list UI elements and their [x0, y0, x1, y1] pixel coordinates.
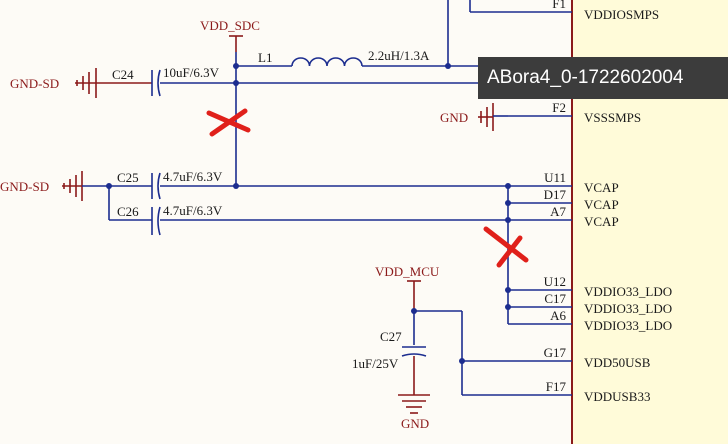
junction-vdd-sdc-3 [233, 183, 239, 189]
c27-ref: C27 [380, 329, 402, 344]
c26-ref: C26 [117, 204, 139, 219]
vdd-sdc-rail [160, 52, 508, 187]
pin-name-vddiosmps: VDDIOSMPS [584, 7, 659, 22]
c24-value: 10uF/6.3V [163, 65, 220, 80]
gnd-symbol-f2 [478, 103, 508, 131]
c24-ref: C24 [112, 67, 134, 82]
gnd-symbol-c27 [398, 394, 430, 414]
pin-name-vsssmps: VSSSMPS [584, 110, 641, 125]
pin-stubs [462, 11, 572, 396]
c25-ref: C25 [117, 170, 139, 185]
junction-vdd50usb [459, 358, 465, 364]
c27-value: 1uF/25V [352, 356, 399, 371]
pin-num-d17: D17 [544, 187, 567, 202]
gnd-sd-symbol-2 [62, 171, 152, 221]
junction-vdd-sdc-1 [233, 63, 239, 69]
capacitor-c24 [96, 69, 161, 97]
junction-ldo-1 [505, 287, 511, 293]
capacitor-c27 [401, 346, 427, 395]
red-x-marker-2 [483, 226, 529, 268]
l1-value: 2.2uH/1.3A [368, 48, 430, 63]
vdd-mcu-label: VDD_MCU [375, 264, 440, 279]
gnd-sd-symbol-1 [75, 68, 97, 98]
vdd-mcu-power-port [407, 280, 421, 311]
c25-value: 4.7uF/6.3V [163, 169, 223, 184]
junction-vdd-mcu [411, 308, 417, 314]
pin-name-vcap-3: VCAP [584, 214, 619, 229]
capacitor-c25 [151, 172, 161, 200]
pin-num-f17: F17 [546, 379, 567, 394]
vdd-mcu-net [413, 310, 463, 395]
gnd-sd-label-1: GND-SD [10, 76, 59, 91]
pin-name-vcap-1: VCAP [584, 180, 619, 195]
c26-value: 4.7uF/6.3V [163, 203, 223, 218]
pin-num-g17: G17 [544, 345, 567, 360]
pin-num-u11: U11 [544, 170, 566, 185]
pin-name-vddusb33: VDDUSB33 [584, 389, 650, 404]
l1-ref: L1 [258, 50, 272, 65]
junction-ldo-2 [505, 304, 511, 310]
gnd-label-c27: GND [401, 416, 429, 431]
pin-name-vcap-2: VCAP [584, 197, 619, 212]
pin-num-a7: A7 [550, 204, 566, 219]
inductor-l1 [291, 57, 363, 67]
vdd-sdc-label: VDD_SDC [200, 18, 260, 33]
junction-gnd-sd-2 [106, 183, 112, 189]
gnd-label-f2: GND [440, 110, 468, 125]
junction-vdd-sdc-2 [233, 80, 239, 86]
vddiosmps-trace [447, 0, 508, 67]
junction-vcap-2 [505, 200, 511, 206]
capacitor-c26 [151, 206, 161, 236]
pin-name-vddio33-ldo-3: VDDIO33_LDO [584, 318, 672, 333]
pin-name-vdd50usb: VDD50USB [584, 355, 651, 370]
vdd-sdc-power-port [229, 35, 243, 52]
red-x-marker-1 [206, 108, 251, 137]
gnd-sd-label-2: GND-SD [0, 179, 49, 194]
tooltip: ABora4_0-1722602004 [478, 57, 728, 99]
pin-num-c17: C17 [544, 291, 566, 306]
junction-vcap-1 [505, 183, 511, 189]
pin-num-f1: F1 [552, 0, 566, 11]
pin-name-vddio33-ldo-1: VDDIO33_LDO [584, 284, 672, 299]
pin-num-a6: A6 [550, 308, 566, 323]
junction-vcap-3 [505, 217, 511, 223]
pin-name-vddio33-ldo-2: VDDIO33_LDO [584, 301, 672, 316]
pin-num-f2: F2 [552, 100, 566, 115]
pin-num-u12: U12 [544, 274, 566, 289]
